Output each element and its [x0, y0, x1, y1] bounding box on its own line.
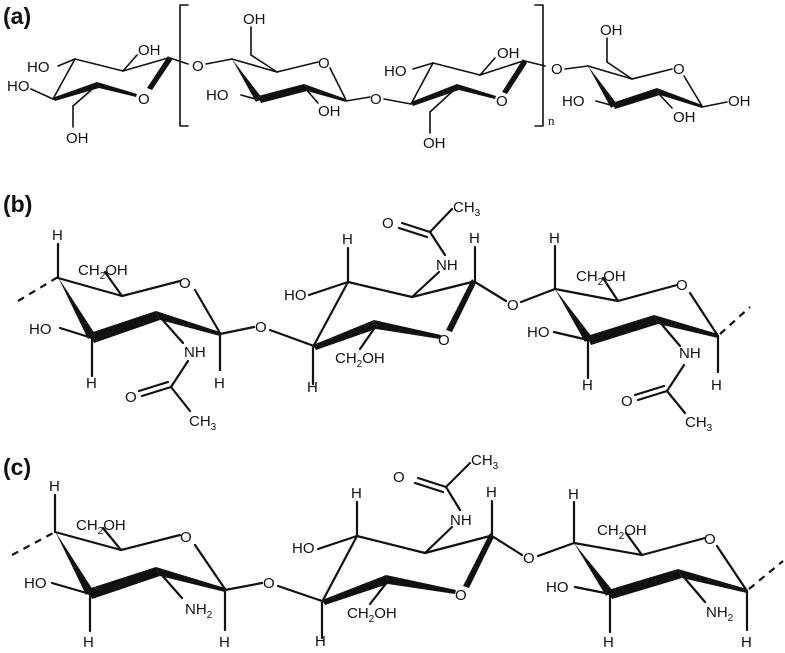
atom-h: H [486, 484, 497, 501]
atom-h: H [307, 379, 318, 396]
atom-ring-o: O [438, 332, 450, 349]
atom-glycosidic-o: O [507, 297, 519, 314]
atom-ring-o: O [318, 55, 330, 72]
atom-ch2oh: CH2OH [335, 350, 385, 370]
atom-ring-o: O [704, 531, 716, 548]
atom-ho: HO [384, 63, 407, 80]
panel-c: (c) H CH2OH O HO NH2 H H O [3, 452, 784, 651]
atom-glycosidic-o: O [263, 575, 275, 592]
atom-ch2oh: CH2OH [78, 262, 128, 282]
glucose-ring-4: OH O HO OH OH [562, 22, 751, 126]
nag-ring-3: H CH2OH O HO NH H H O CH3 [527, 230, 751, 434]
atom-nh2: NH2 [706, 604, 734, 624]
atom-h: H [603, 634, 614, 651]
atom-glycosidic-o: O [551, 61, 563, 78]
nag-ring-2: H HO CH2OH H O NH H O CH3 [284, 199, 508, 396]
atom-h: H [549, 230, 560, 247]
atom-ho: HO [206, 87, 229, 104]
atom-nh: NH [184, 344, 206, 361]
atom-h: H [219, 634, 230, 651]
atom-h: H [741, 634, 752, 651]
atom-ho: HO [29, 321, 52, 338]
atom-ch3: CH3 [471, 452, 499, 472]
atom-carbonyl-o: O [621, 393, 633, 410]
atom-glycosidic-o: O [192, 58, 204, 75]
atom-h: H [315, 633, 326, 650]
atom-h: H [582, 377, 593, 394]
glucose-ring-2: OH O HO OH [206, 11, 371, 120]
atom-ring-o: O [673, 61, 685, 78]
atom-h: H [711, 377, 722, 394]
atom-oh: OH [423, 135, 446, 152]
atom-oh: OH [66, 130, 89, 147]
repeat-subscript-n: n [548, 113, 555, 128]
atom-ring-o: O [676, 277, 688, 294]
atom-carbonyl-o: O [382, 215, 394, 232]
atom-ch2oh: CH2OH [347, 605, 397, 625]
atom-nh: NH [679, 345, 701, 362]
atom-h: H [469, 230, 480, 247]
atom-glycosidic-o: O [255, 319, 267, 336]
glucosamine-ring-3: H CH2OH O HO NH2 H H [546, 486, 784, 651]
nag-ring-2: H HO CH2OH H O NH H O CH3 [292, 452, 524, 650]
atom-h: H [83, 634, 94, 651]
atom-ch2oh: CH2OH [576, 268, 626, 288]
atom-ho: HO [527, 324, 550, 341]
atom-glycosidic-o: O [523, 550, 535, 567]
panel-label-a: (a) [3, 3, 31, 29]
atom-ring-o: O [179, 275, 191, 292]
glucose-ring-1: OH HO HO O OH [7, 42, 189, 147]
atom-carbonyl-o: O [125, 389, 137, 406]
panel-a: (a) OH HO HO O OH O [3, 3, 751, 152]
atom-h: H [351, 485, 362, 502]
atom-ring-o: O [138, 91, 150, 108]
atom-nh: NH [450, 512, 472, 529]
atom-nh: NH [436, 257, 458, 274]
atom-oh: OH [600, 22, 623, 39]
panel-label-c: (c) [3, 454, 31, 480]
atom-ring-o: O [180, 529, 192, 546]
atom-ho: HO [546, 579, 569, 596]
atom-oh: OH [138, 42, 161, 59]
atom-nh2: NH2 [185, 601, 213, 621]
repeat-bracket-left [179, 4, 189, 127]
atom-ch3: CH3 [685, 414, 713, 434]
atom-h: H [342, 231, 353, 248]
atom-h: H [49, 478, 60, 495]
atom-h: H [86, 375, 97, 392]
atom-oh: OH [318, 103, 341, 120]
nag-ring-1: H CH2OH O HO NH H H O CH3 [17, 227, 256, 433]
atom-oh: OH [497, 45, 520, 62]
atom-oh: OH [243, 11, 266, 28]
atom-oh: OH [728, 93, 751, 110]
glucosamine-ring-1: H CH2OH O HO NH2 H H [11, 478, 264, 651]
atom-ho: HO [292, 540, 315, 557]
panel-label-b: (b) [3, 191, 32, 217]
atom-ho: HO [7, 78, 30, 95]
atom-ch3: CH3 [189, 413, 217, 433]
atom-ch2oh: CH2OH [76, 517, 126, 537]
repeat-bracket-right [534, 4, 544, 127]
atom-ho: HO [284, 287, 307, 304]
atom-ch3: CH3 [453, 199, 481, 219]
atom-ring-o: O [496, 93, 508, 110]
atom-oh: OH [673, 109, 696, 126]
atom-h: H [52, 227, 63, 244]
atom-ho: HO [562, 93, 585, 110]
glucose-ring-3: HO OH O OH [384, 45, 546, 152]
atom-ho: HO [27, 59, 50, 76]
atom-h: H [568, 486, 579, 503]
atom-ch2oh: CH2OH [597, 522, 647, 542]
atom-carbonyl-o: O [393, 469, 405, 486]
panel-b: (b) H CH2OH O HO NH H [3, 191, 751, 434]
atom-ho: HO [24, 575, 47, 592]
atom-ring-o: O [455, 587, 467, 604]
atom-glycosidic-o: O [370, 91, 382, 108]
atom-h: H [214, 375, 225, 392]
